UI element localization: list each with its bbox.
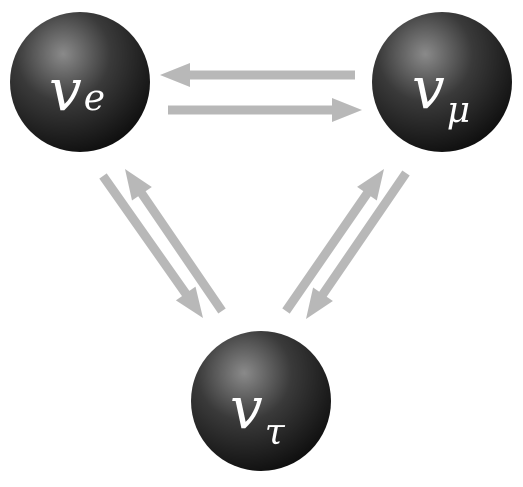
arrow-e-to-tau — [99, 173, 203, 318]
arrow-mu-to-e — [160, 63, 355, 87]
node-tau-neutrino: vτ — [191, 331, 331, 471]
node-label: vτ — [230, 374, 286, 453]
arrows — [99, 63, 410, 319]
arrow-tau-to-e — [125, 169, 226, 314]
node-symbol: v — [412, 54, 445, 122]
node-symbol: v — [49, 56, 82, 124]
node-subscript: τ — [265, 412, 286, 453]
node-subscript: e — [84, 78, 105, 119]
node-symbol: v — [230, 374, 263, 442]
arrow-e-to-mu — [168, 98, 362, 122]
node-subscript: μ — [447, 90, 470, 131]
node-label: ve — [49, 56, 105, 124]
node-label: vμ — [412, 54, 470, 131]
node-sphere — [10, 12, 150, 152]
arrow-tau-to-mu — [282, 169, 384, 314]
node-muon-neutrino: vμ — [372, 12, 512, 152]
node-sphere — [191, 331, 331, 471]
arrow-mu-to-tau — [306, 170, 410, 319]
node-sphere — [372, 12, 512, 152]
node-electron-neutrino: ve — [10, 12, 150, 152]
